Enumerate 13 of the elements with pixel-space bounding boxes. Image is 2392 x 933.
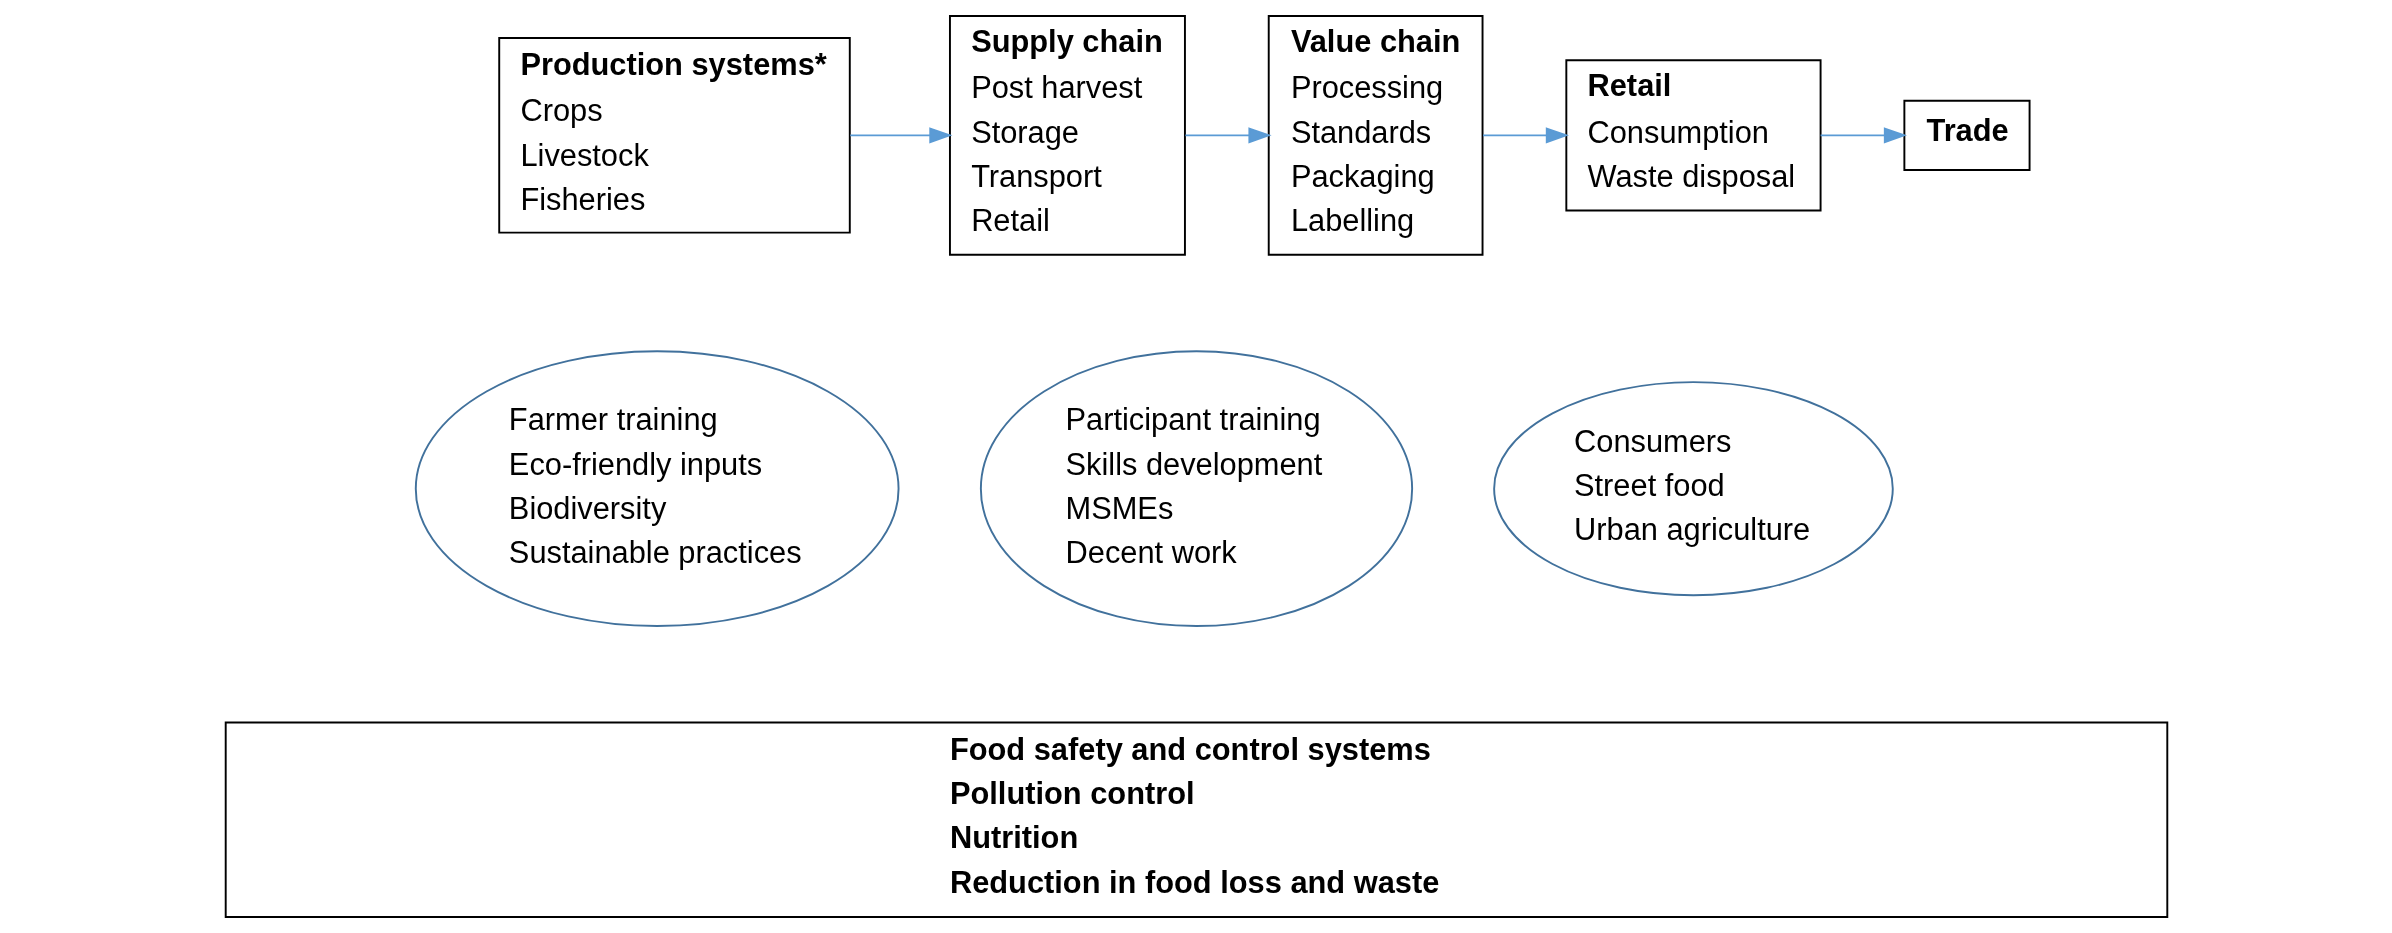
node-box: Value chain Processing Standards Packaging Labelling [1267,14,1483,256]
arrow [1819,127,1907,144]
arrow [848,127,952,144]
node-box: Production systems* Crops Livestock Fisheries [497,37,851,234]
node-ellipse: Farmer training Eco-friendly inputs Biodiversity Sustainable practices [414,350,900,628]
arrow [1183,127,1272,144]
arrow [1481,127,1569,144]
node-box: Retail Consumption Waste disposal [1564,59,1822,212]
node-box: Food safety and control systems Pollution control Nutrition Reduction in food loss and waste [224,721,2168,919]
node-box: Supply chain Post harvest Storage Transport Retail [948,14,1186,256]
node-ellipse: Consumers Street food Urban agriculture [1492,381,1894,597]
node-ellipse: Participant training Skills development MSMEs Decent work [979,350,1413,628]
node-box: Trade [1902,99,2031,171]
